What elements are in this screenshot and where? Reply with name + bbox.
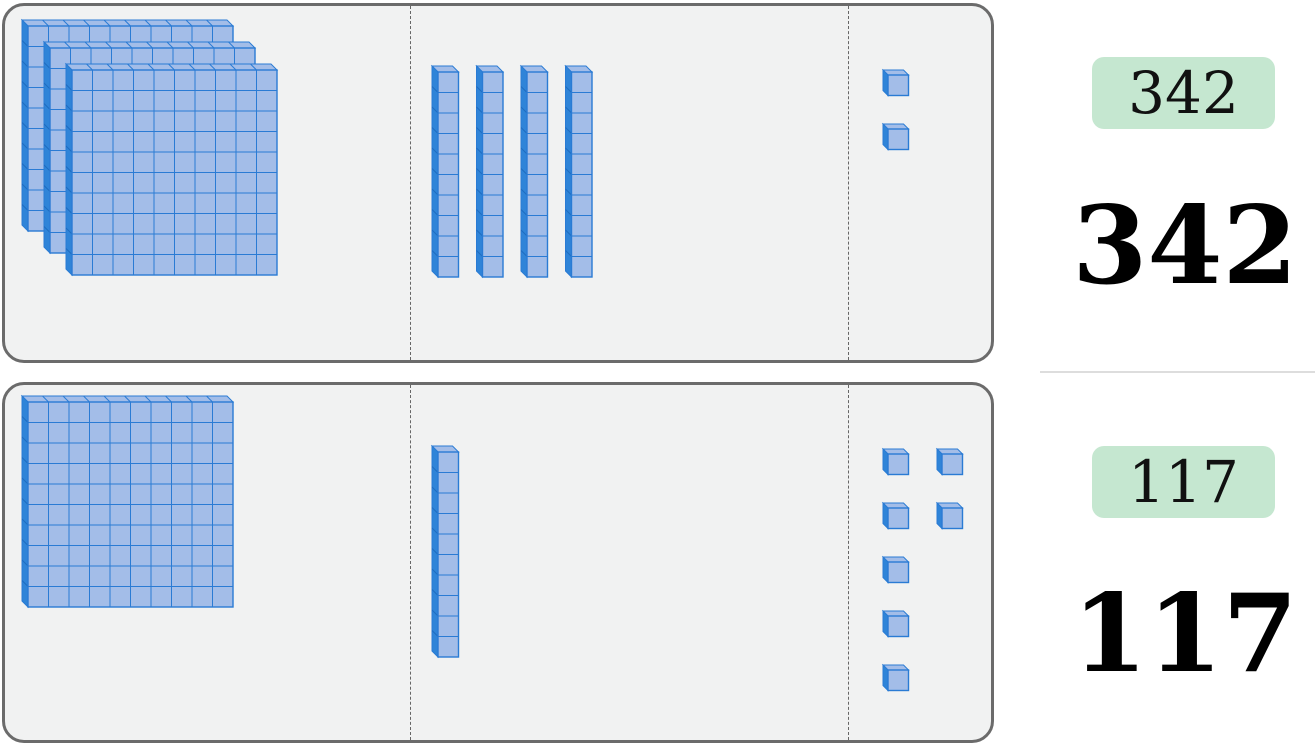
unit-cube <box>881 555 910 584</box>
ten-rod <box>430 444 460 659</box>
number-display: 342 <box>1072 183 1298 309</box>
unit-cube <box>881 609 910 638</box>
place-value-panel-117 <box>2 382 994 743</box>
hundred-flat <box>20 394 235 609</box>
unit-cube <box>881 663 910 692</box>
ten-rod <box>430 64 460 279</box>
ten-rod <box>519 64 549 279</box>
hundreds-tens-divider <box>410 385 411 740</box>
row-separator <box>1040 371 1315 373</box>
ten-rod <box>564 64 594 279</box>
number-badge: 342 <box>1092 57 1275 129</box>
unit-cube <box>881 68 910 97</box>
tens-ones-divider <box>848 385 849 740</box>
number-badge: 117 <box>1092 446 1275 518</box>
unit-cube <box>881 501 910 530</box>
unit-cube <box>935 447 964 476</box>
base-ten-blocks-117 <box>20 394 964 692</box>
unit-cube <box>881 447 910 476</box>
tens-ones-divider <box>848 6 849 360</box>
unit-cube <box>935 501 964 530</box>
unit-cube <box>881 122 910 151</box>
number-display: 117 <box>1072 571 1298 697</box>
hundred-flat <box>64 62 279 277</box>
place-value-panel-342 <box>2 3 994 363</box>
ten-rod <box>475 64 505 279</box>
hundreds-tens-divider <box>410 6 411 360</box>
base-ten-blocks-342 <box>20 18 910 279</box>
